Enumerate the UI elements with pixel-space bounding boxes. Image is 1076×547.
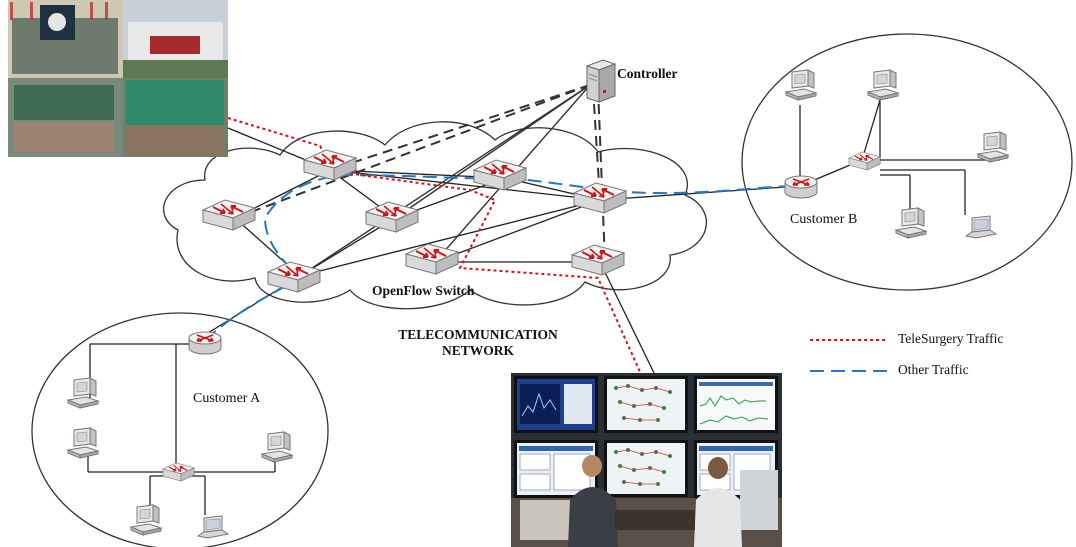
legend-telesurgery-label: TeleSurgery Traffic <box>898 331 1004 346</box>
customer-b-switch <box>848 151 881 171</box>
hospital-photo <box>8 0 228 157</box>
customer-b-laptop <box>965 215 997 239</box>
openflow-switch-label: OpenFlow Switch <box>372 283 475 298</box>
controller-server-icon <box>585 59 617 103</box>
customer-b-pc-4 <box>895 207 927 239</box>
controller-label: Controller <box>617 66 678 81</box>
legend-other-label: Other Traffic <box>898 362 969 377</box>
customer-a-label: Customer A <box>193 391 261 406</box>
customer-a-switch <box>162 462 195 482</box>
customer-b-pc-3 <box>977 131 1009 163</box>
customer-a-router <box>188 331 222 355</box>
network-title: TELECOMMUNICATION NETWORK <box>365 327 591 359</box>
control-room-photo <box>511 373 782 547</box>
customer-a-pc-4 <box>130 504 162 536</box>
customer-b-label: Customer B <box>790 212 858 227</box>
network-title-line1: TELECOMMUNICATION <box>398 327 558 342</box>
customer-a-pc-3 <box>261 431 293 463</box>
customer-b-pc-1 <box>785 69 817 101</box>
customer-b-boundary <box>741 33 1073 291</box>
customer-b-pc-2 <box>867 69 899 101</box>
customer-a-laptop <box>197 515 229 539</box>
customer-a-boundary <box>31 312 329 547</box>
network-title-line2: NETWORK <box>441 343 514 358</box>
controller-links <box>234 84 606 263</box>
customer-a-pc-2 <box>67 427 99 459</box>
customer-a-pc-1 <box>67 377 99 409</box>
customer-b-router <box>784 175 818 199</box>
